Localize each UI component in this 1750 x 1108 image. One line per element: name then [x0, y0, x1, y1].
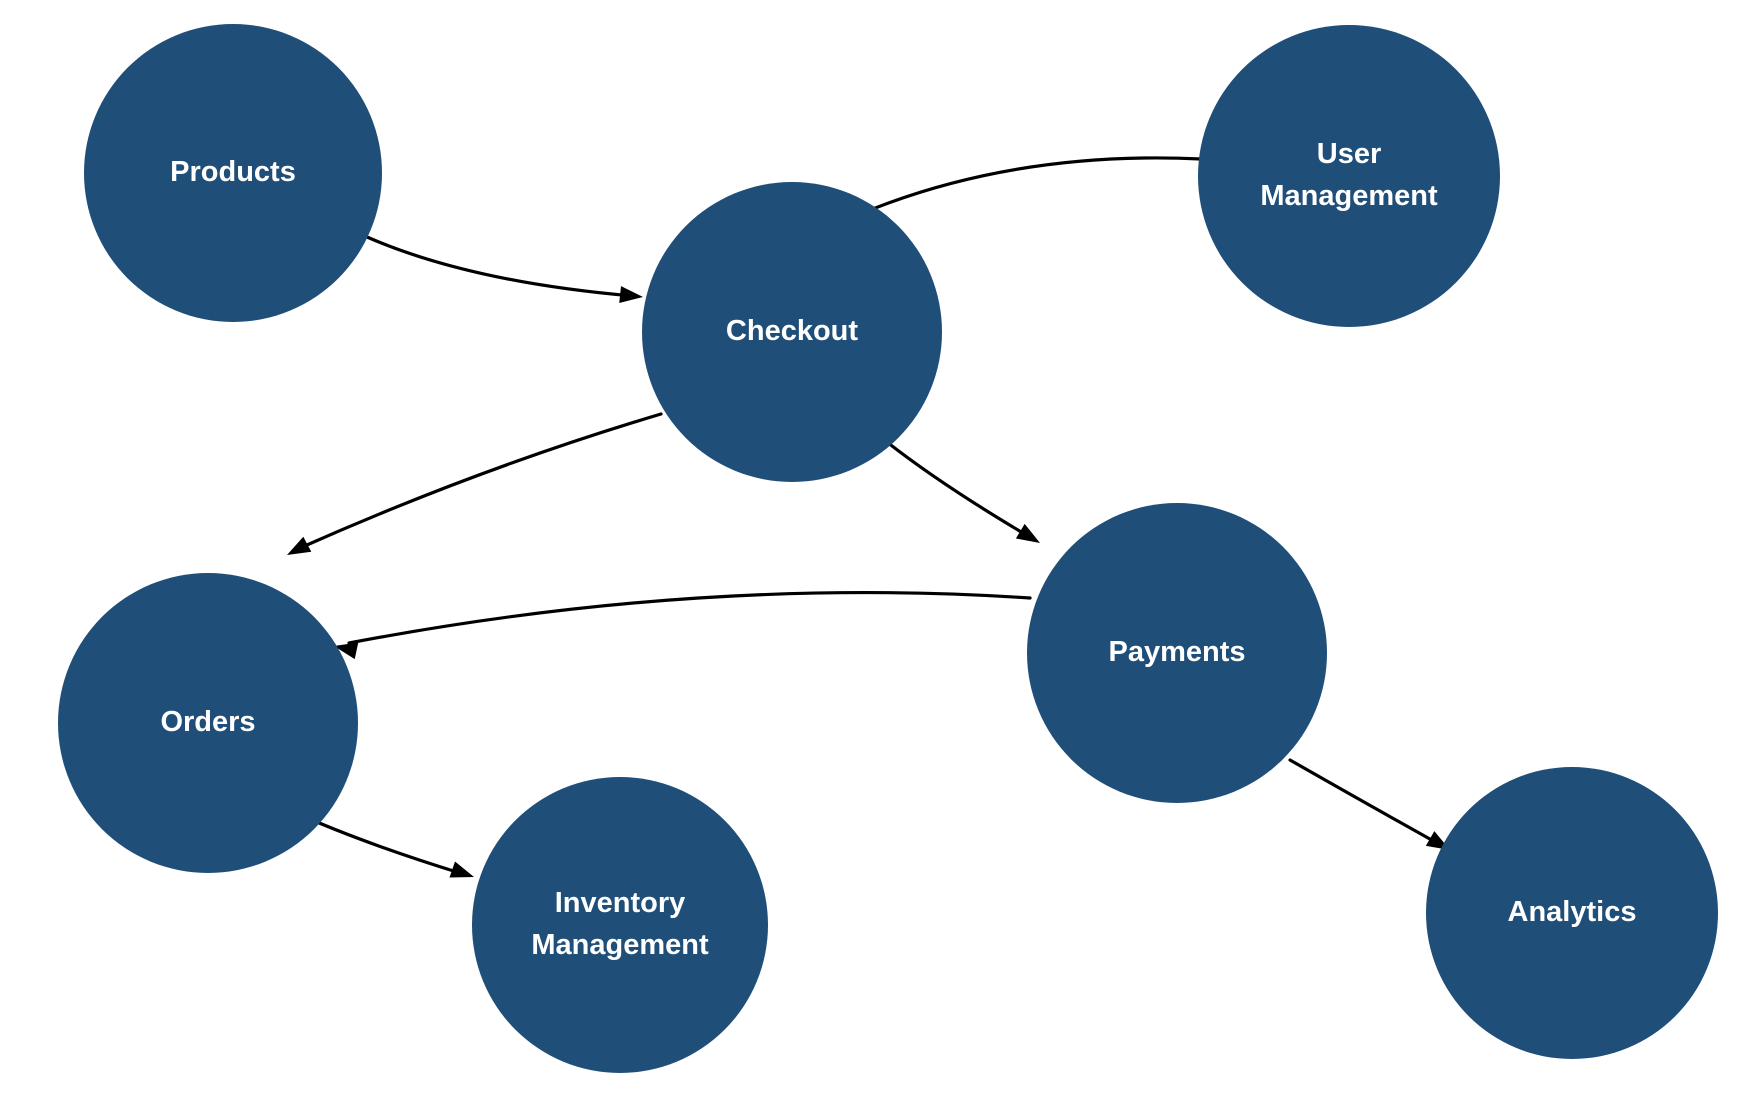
- edge-products-to-checkout: [365, 235, 643, 304]
- node-circle[interactable]: [58, 573, 358, 873]
- edge-line: [870, 428, 1030, 538]
- edge-payments-to-orders: [334, 590, 1032, 660]
- node-checkout[interactable]: Checkout: [642, 182, 942, 482]
- node-analytics[interactable]: Analytics: [1426, 767, 1718, 1059]
- node-circle[interactable]: [472, 777, 768, 1073]
- edge-arrowhead-icon: [619, 286, 643, 304]
- edge-line: [851, 156, 1203, 219]
- node-payments[interactable]: Payments: [1027, 503, 1327, 803]
- edge-line: [365, 235, 635, 298]
- edge-checkout-to-orders: [287, 412, 663, 555]
- edge-line: [347, 590, 1032, 645]
- edges-layer: [287, 156, 1450, 878]
- edge-orders-to-inventory-management: [292, 810, 474, 878]
- edge-line: [298, 412, 663, 550]
- node-circle[interactable]: [1426, 767, 1718, 1059]
- edge-arrowhead-icon: [334, 642, 359, 660]
- edge-arrowhead-icon: [1015, 523, 1040, 543]
- node-circle[interactable]: [1198, 25, 1500, 327]
- edge-arrowhead-icon: [449, 861, 474, 878]
- node-circle[interactable]: [642, 182, 942, 482]
- node-orders[interactable]: Orders: [58, 573, 358, 873]
- node-circle[interactable]: [1027, 503, 1327, 803]
- node-circle[interactable]: [84, 24, 382, 322]
- edge-checkout-to-payments: [870, 428, 1040, 543]
- edge-arrowhead-icon: [287, 536, 312, 555]
- edge-payments-to-analytics: [1288, 758, 1450, 850]
- edge-line: [1288, 758, 1439, 845]
- node-products[interactable]: Products: [84, 24, 382, 322]
